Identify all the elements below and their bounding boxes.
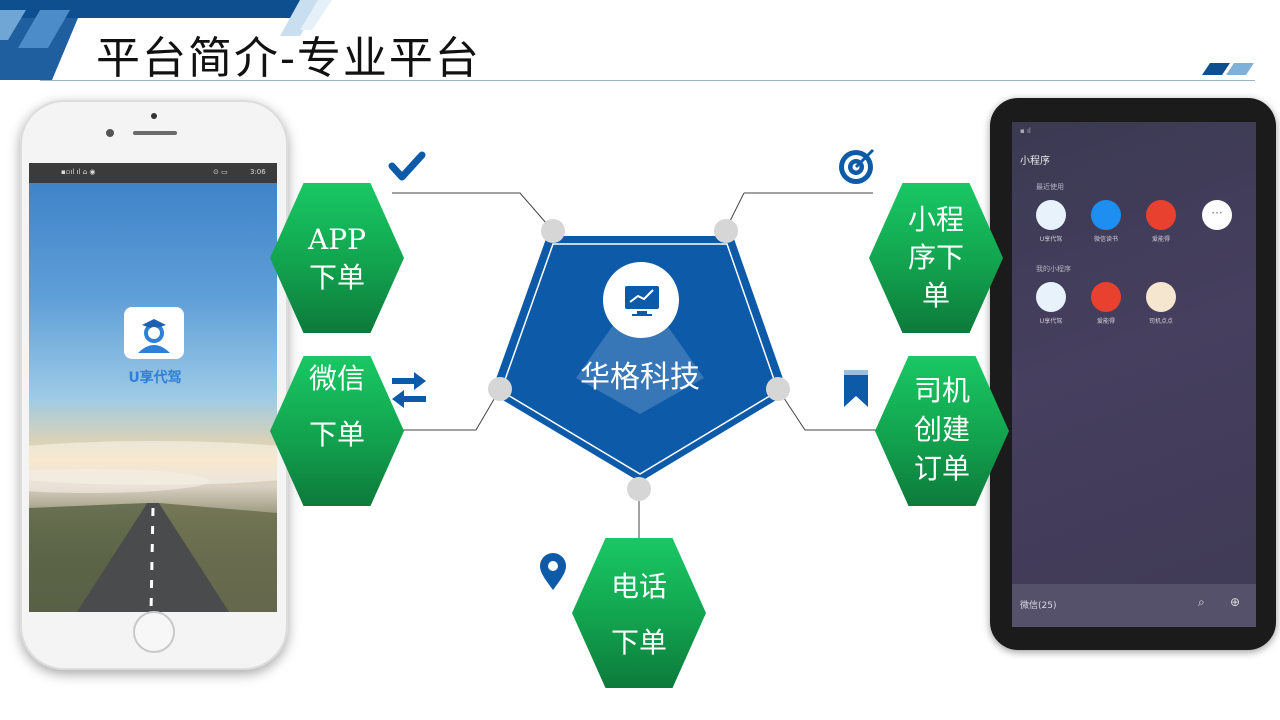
driver-face-icon xyxy=(1146,282,1176,312)
status-bar-icons: ▪ ıl xyxy=(1020,127,1031,135)
connector-dot xyxy=(488,377,512,401)
swap-arrows-icon xyxy=(392,372,426,408)
wechat-count: 微信(25) xyxy=(1020,601,1057,611)
driver-avatar-icon xyxy=(138,319,170,353)
target-icon xyxy=(839,148,875,184)
right-phone-screen: ▪ ıl 小程序 最近使用 U享代驾 微信读书 爱能得 ··· 我的小程序 U享… xyxy=(1012,122,1256,627)
driver-avatar-icon xyxy=(1036,200,1066,230)
hex-wechat-order: 微信 下单 xyxy=(270,356,404,506)
landscape-image xyxy=(29,441,277,612)
header-stripe xyxy=(0,0,310,18)
mine-section-label: 我的小程序 xyxy=(1036,265,1071,273)
header-stripe xyxy=(280,0,322,36)
bookmark-icon xyxy=(844,370,868,407)
location-pin-icon xyxy=(540,553,566,590)
miniprogram-title: 小程序 xyxy=(1020,156,1050,167)
add-icon[interactable]: ⊕ xyxy=(1230,595,1241,609)
connector-dot xyxy=(766,377,790,401)
hex-line: 下单 xyxy=(308,261,365,294)
corner-stripe xyxy=(1202,63,1230,75)
hex-line: 电话 xyxy=(610,570,667,603)
hex-app-order: APP 下单 xyxy=(270,183,404,333)
header-stripe xyxy=(0,10,26,40)
mine-app-sijidiandian[interactable]: 司机点点 xyxy=(1136,282,1186,325)
battery-icon: ⊙ ▭ xyxy=(213,168,228,176)
aineng-icon xyxy=(1091,282,1121,312)
app-icon[interactable] xyxy=(124,307,184,359)
monitor-chart-icon xyxy=(625,286,659,316)
aineng-icon xyxy=(1146,200,1176,230)
page-title: 平台简介-专业平台 xyxy=(96,33,481,84)
signal-icon: ▪▫ıl ıl ⌂ ◉ xyxy=(61,168,96,176)
corner-stripe xyxy=(1226,63,1254,75)
status-bar: ▪▫ıl ıl ⌂ ◉ ⊙ ▭ 3:06 xyxy=(29,163,277,183)
search-icon[interactable]: ⌕ xyxy=(1198,595,1205,609)
hex-line: APP xyxy=(308,223,366,256)
connector-line xyxy=(402,388,501,431)
connector-line xyxy=(392,192,554,232)
connector-line xyxy=(777,388,876,431)
more-icon: ··· xyxy=(1202,200,1232,230)
center-pentagon-outline xyxy=(500,243,779,475)
connector-dot xyxy=(627,477,651,501)
hex-line: 小程 xyxy=(907,203,964,236)
checkmark-icon xyxy=(388,151,426,181)
header-stripe xyxy=(0,18,78,80)
company-name: 华格科技 xyxy=(580,360,700,395)
recent-section-label: 最近使用 xyxy=(1036,183,1064,191)
left-phone-screen: ▪▫ıl ıl ⌂ ◉ ⊙ ▭ 3:06 U享代驾 xyxy=(29,163,277,612)
earpiece xyxy=(133,131,177,135)
hex-line: 订单 xyxy=(913,452,970,485)
recent-app-udaijia[interactable]: U享代驾 xyxy=(1026,200,1076,243)
weread-icon xyxy=(1091,200,1121,230)
hex-line: 创建 xyxy=(913,413,970,446)
home-button[interactable] xyxy=(133,611,175,653)
header-stripe xyxy=(300,0,332,30)
hex-line: 序下 xyxy=(907,241,964,274)
app-name: U享代驾 xyxy=(128,370,182,386)
hex-line: 单 xyxy=(921,279,950,312)
hex-line: 微信 xyxy=(308,362,365,395)
front-sensor xyxy=(151,113,157,119)
bottom-bar: 微信(25) ⌕ ⊕ xyxy=(1012,584,1256,627)
mine-app-udaijia[interactable]: U享代驾 xyxy=(1026,282,1076,325)
driver-avatar-icon xyxy=(1036,282,1066,312)
status-time: 3:06 xyxy=(250,168,266,176)
hex-line: 下单 xyxy=(610,626,667,659)
title-divider xyxy=(40,80,1255,81)
front-camera xyxy=(106,129,114,137)
more-apps[interactable]: ··· xyxy=(1192,200,1242,230)
connector-dot xyxy=(541,219,565,243)
center-pentagon xyxy=(491,236,788,482)
recent-app-aineng[interactable]: 爱能得 xyxy=(1136,200,1186,243)
hex-line: 司机 xyxy=(913,374,970,407)
light-beam xyxy=(576,304,704,414)
mine-app-aineng[interactable]: 爱能得 xyxy=(1081,282,1131,325)
connector-dot xyxy=(714,219,738,243)
recent-app-weread[interactable]: 微信读书 xyxy=(1081,200,1131,243)
hex-line: 下单 xyxy=(308,418,365,451)
header-stripe xyxy=(18,10,70,48)
